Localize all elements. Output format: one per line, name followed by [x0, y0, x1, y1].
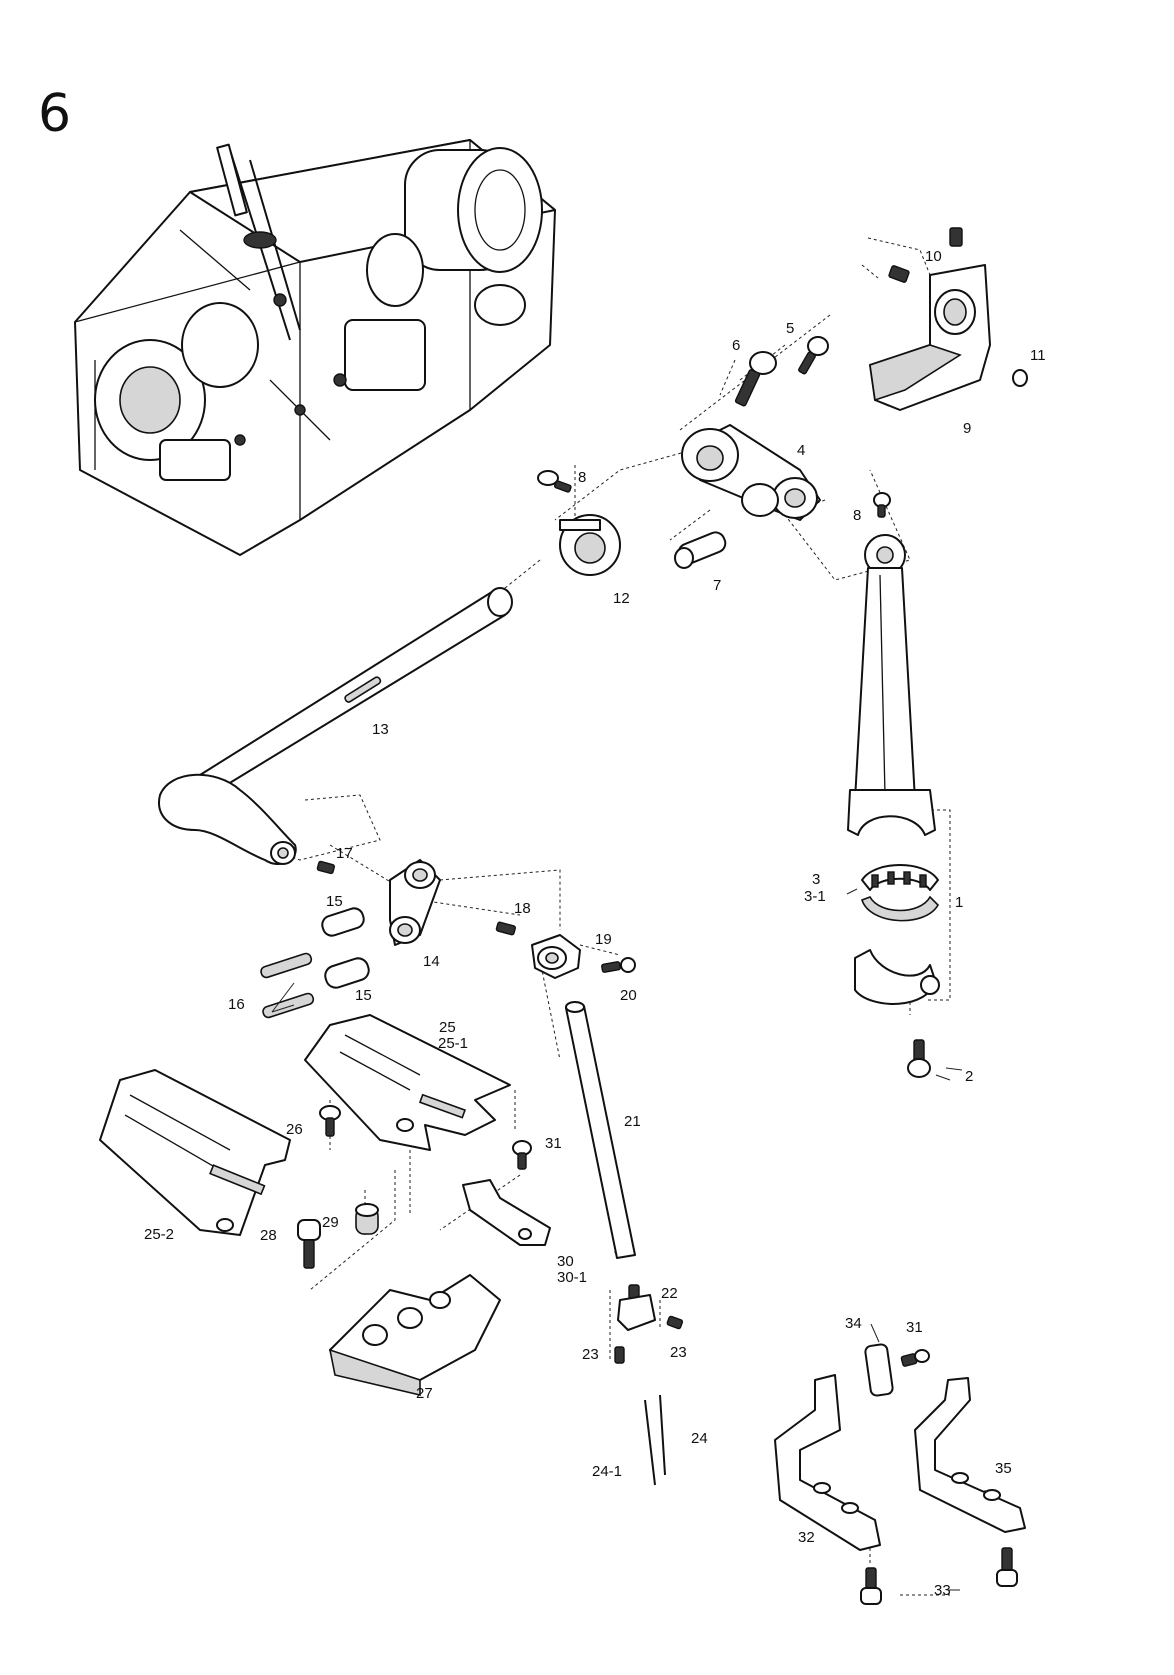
part-8-screw-upper: [537, 470, 572, 493]
part-25-2-needle-plate: [99, 1069, 291, 1236]
callout-9: 9: [963, 420, 971, 437]
page-number: 6: [38, 84, 72, 144]
callout-1: 1: [955, 894, 963, 911]
part-10-set-screw: [888, 227, 963, 283]
callout-6: 6: [732, 337, 740, 354]
part-27-base-block: [328, 1274, 501, 1397]
part-28-cap-screw: [297, 1219, 321, 1269]
part-6-bolt: [734, 351, 777, 407]
part-19-clamp: [531, 934, 581, 979]
part-33-cap-screw-right: [996, 1547, 1018, 1587]
part-9-bracket: [869, 264, 991, 411]
callout-8-lower: 8: [853, 507, 861, 524]
callout-4: 4: [797, 442, 805, 459]
part-3-needle-bearing: [861, 864, 939, 922]
callout-27: 27: [416, 1385, 433, 1402]
part-20-screw: [601, 957, 636, 973]
callout-15-lower: 15: [355, 987, 372, 1004]
callout-25-1: 25-1: [438, 1035, 468, 1052]
callout-2: 2: [965, 1068, 973, 1085]
callout-29: 29: [322, 1214, 339, 1231]
callout-24: 24: [691, 1430, 708, 1447]
callout-3-1: 3-1: [804, 888, 826, 905]
callout-31-upper: 31: [545, 1135, 562, 1152]
callout-14: 14: [423, 953, 440, 970]
callout-12: 12: [613, 590, 630, 607]
part-12-collar: [559, 514, 621, 576]
callout-28: 28: [260, 1227, 277, 1244]
part-21-needle-bar: [565, 1001, 636, 1259]
callout-leaders: [271, 888, 963, 1591]
part-23-screw-left: [614, 1346, 625, 1364]
callout-labels: 10 5 6 11 9 4 8 8 7 12 13 17 3 3-1 1 18 …: [144, 248, 1046, 1599]
callout-11: 11: [1030, 347, 1046, 364]
part-14-link: [389, 859, 441, 946]
part-7-pin: [674, 531, 727, 569]
callout-23-left: 23: [582, 1346, 599, 1363]
callout-24-1: 24-1: [592, 1463, 622, 1480]
part-15-pin-lower: [324, 957, 370, 989]
callout-30: 30: [557, 1253, 574, 1270]
callout-25-2: 25-2: [144, 1226, 174, 1243]
part-15-pin-upper: [321, 907, 365, 937]
callout-3: 3: [812, 871, 820, 888]
part-1-connecting-rod: [847, 534, 936, 836]
callout-35: 35: [995, 1460, 1012, 1477]
part-16-needle-rollers: [260, 952, 315, 1019]
part-4-rocker-arm: [681, 424, 821, 521]
part-17-screw: [316, 860, 336, 875]
part-34-block: [864, 1343, 894, 1397]
part-30-guide: [462, 1179, 551, 1246]
part-25-needle-plate: [304, 1014, 511, 1151]
part-35-bracket: [914, 1377, 1026, 1533]
part-2-screw: [907, 1039, 931, 1078]
callout-15-upper: 15: [326, 893, 343, 910]
callout-30-1: 30-1: [557, 1269, 587, 1286]
part-31-screw-upper: [512, 1140, 532, 1170]
part-11-plug: [1012, 369, 1028, 387]
callout-31-lower: 31: [906, 1319, 923, 1336]
callout-33: 33: [934, 1582, 951, 1599]
callout-25: 25: [439, 1019, 456, 1036]
part-23-screw-right: [666, 1315, 684, 1330]
callout-18: 18: [514, 900, 531, 917]
callout-10: 10: [925, 248, 942, 265]
callout-17: 17: [336, 845, 353, 862]
part-26-screw: [319, 1105, 341, 1137]
callout-8-upper: 8: [578, 469, 586, 486]
part-32-bracket: [774, 1374, 881, 1551]
part-22-needle-clamp: [617, 1284, 656, 1331]
callout-20: 20: [620, 987, 637, 1004]
callout-13: 13: [372, 721, 389, 738]
part-29-bushing: [355, 1203, 379, 1235]
part-18-screw: [495, 921, 516, 936]
bearing-cap: [854, 949, 940, 1005]
callout-5: 5: [786, 320, 794, 337]
part-31-screw-lower: [900, 1349, 930, 1367]
callout-32: 32: [798, 1529, 815, 1546]
callout-26: 26: [286, 1121, 303, 1138]
callout-34: 34: [845, 1315, 862, 1332]
callout-7: 7: [713, 577, 721, 594]
machine-overview-illustration: [74, 139, 556, 556]
part-5-screw: [798, 336, 829, 375]
part-8-screw-lower: [873, 492, 891, 518]
part-13-shaft: [158, 587, 513, 865]
callout-23-right: 23: [670, 1344, 687, 1361]
part-24-needles: [644, 1394, 666, 1486]
callout-22: 22: [661, 1285, 678, 1302]
callout-16: 16: [228, 996, 245, 1013]
callout-21: 21: [624, 1113, 641, 1130]
part-33-cap-screw-left: [860, 1567, 882, 1605]
callout-19: 19: [595, 931, 612, 948]
